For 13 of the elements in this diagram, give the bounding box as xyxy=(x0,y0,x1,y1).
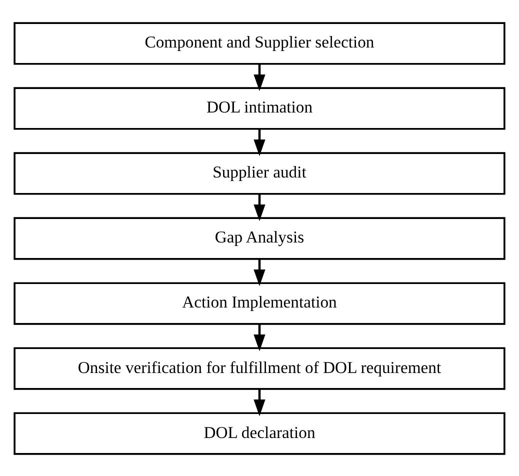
node-box: Component and Supplier selection xyxy=(14,22,506,64)
arrow xyxy=(254,388,266,416)
node-box: DOL intimation xyxy=(14,86,506,130)
node-box: DOL declaration xyxy=(14,412,506,454)
node-box: Onsite verification for fulfillment of DOL requirement xyxy=(14,346,506,390)
arrow xyxy=(254,63,266,91)
arrow xyxy=(254,258,266,286)
arrow xyxy=(254,323,266,351)
node-box: Gap Analysis xyxy=(14,216,506,260)
arrow xyxy=(254,193,266,221)
arrow xyxy=(254,128,266,156)
node-box: Supplier audit xyxy=(14,152,506,194)
node-box: Action Implementation xyxy=(14,282,506,324)
